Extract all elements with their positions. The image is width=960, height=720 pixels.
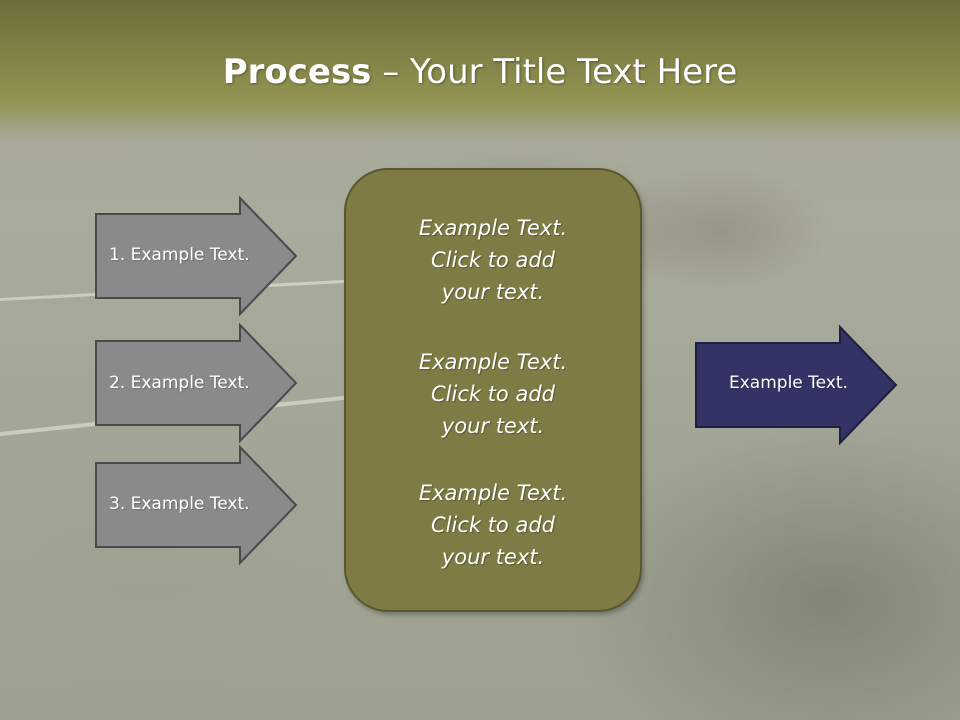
center-text-line: Click to add [430, 513, 555, 537]
output-arrow-label[interactable]: Example Text. [729, 373, 848, 393]
arrow-shape-3[interactable] [95, 444, 298, 566]
output-arrow-shape[interactable] [695, 324, 898, 446]
center-text-block-2[interactable]: Example Text. Click to add your text. [344, 346, 642, 442]
center-content-box[interactable] [344, 168, 642, 612]
slide-title[interactable]: Process – Your Title Text Here [0, 52, 960, 92]
center-text-line: Click to add [430, 248, 555, 272]
title-band [0, 0, 960, 140]
center-text-line: your text. [441, 414, 545, 438]
center-text-block-3[interactable]: Example Text. Click to add your text. [344, 477, 642, 573]
title-rest: – Your Title Text Here [371, 52, 738, 92]
arrow-shape-1[interactable] [95, 195, 298, 317]
center-text-line: Example Text. [418, 481, 568, 505]
arrow-shape-2[interactable] [95, 322, 298, 444]
center-text-block-1[interactable]: Example Text. Click to add your text. [344, 212, 642, 308]
arrow-label-3[interactable]: 3. Example Text. [109, 494, 250, 514]
center-text-line: your text. [441, 280, 545, 304]
center-text-line: Example Text. [418, 216, 568, 240]
center-text-line: Example Text. [418, 350, 568, 374]
center-text-line: Click to add [430, 382, 555, 406]
title-bold: Process [222, 52, 372, 92]
arrow-label-2[interactable]: 2. Example Text. [109, 373, 250, 393]
arrow-label-1[interactable]: 1. Example Text. [109, 245, 250, 265]
center-text-line: your text. [441, 545, 545, 569]
